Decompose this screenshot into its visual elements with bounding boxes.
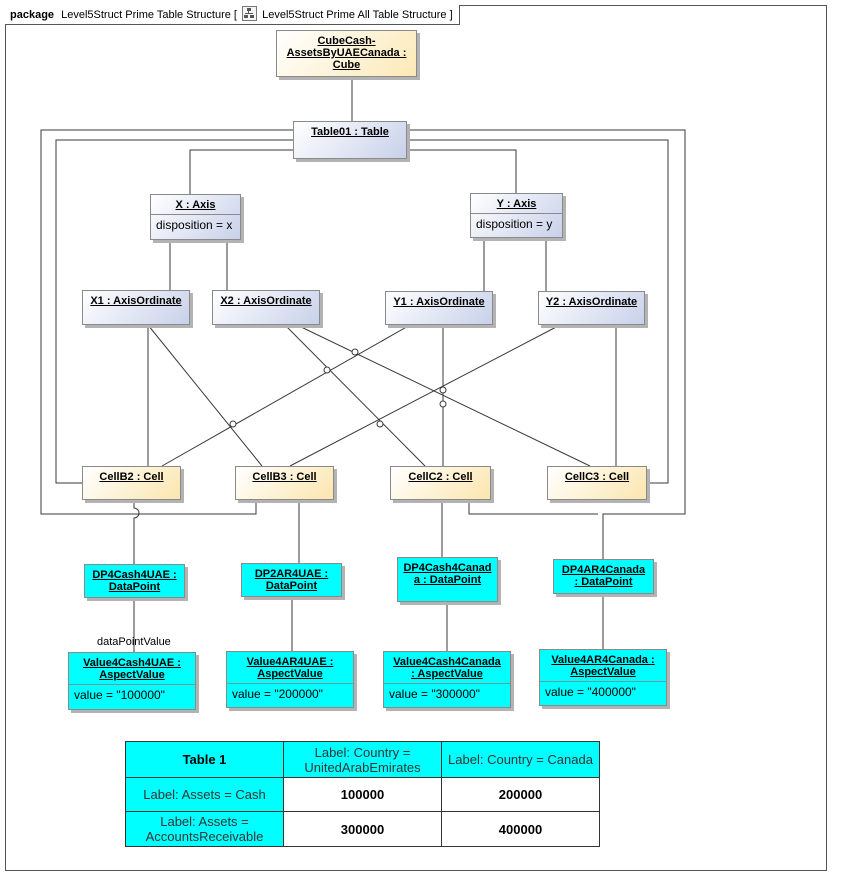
node-title: DP4Cash4Canad a : DataPoint [403,562,492,586]
x-axis-node[interactable]: X : Axis disposition = x [150,194,241,240]
diagram-header: package Level5Struct Prime Table Structu… [5,5,460,25]
cube-node[interactable]: CubeCash- AssetsByUAECanada : Cube [276,30,417,77]
node-title: Table01 : Table [311,126,389,138]
package-keyword: package [10,9,55,21]
y2-ordinate-node[interactable]: Y2 : AxisOrdinate [538,291,645,325]
table-row: Label: Assets = AccountsReceivable 30000… [125,811,600,847]
hop-marker [351,348,359,356]
aspectvalue-node[interactable]: Value4Cash4Canada : AspectValue value = … [383,651,511,708]
node-attribute: value = "100000" [69,684,195,705]
node-title: DP2AR4UAE : DataPoint [254,568,329,592]
node-title: DP4Cash4UAE : DataPoint [92,569,177,593]
node-attribute: value = "300000" [384,683,510,704]
node-title: CellC2 : Cell [408,471,473,483]
table-row: Label: Assets = Cash 100000 200000 [125,777,600,812]
aspectvalue-node[interactable]: Value4AR4Canada : AspectValue value = "4… [539,649,667,706]
node-title: CubeCash- AssetsByUAECanada : Cube [286,35,407,71]
bracket-open: [ [233,9,237,21]
link-y2-cellb3 [289,324,561,467]
node-attribute: disposition = y [471,213,562,234]
x1-ordinate-node[interactable]: X1 : AxisOrdinate [82,290,190,325]
aspectvalue-node[interactable]: Value4AR4UAE : AspectValue value = "2000… [226,651,354,708]
datapoint-node[interactable]: DP4Cash4UAE : DataPoint [84,564,185,598]
node-title: Value4Cash4Canada : AspectValue [393,656,501,680]
link-table-cellb2-inner [55,139,293,484]
column-header: Label: Country = UnitedArabEmirates [283,741,442,778]
cell-b2-node[interactable]: CellB2 : Cell [82,466,181,500]
table-cell: 300000 [283,811,442,847]
y1-ordinate-node[interactable]: Y1 : AxisOrdinate [385,291,493,325]
table-cell: 400000 [441,811,600,847]
node-title: DP4AR4Canada : DataPoint [561,564,646,588]
datapointvalue-label: dataPointValue [97,636,171,648]
table-cell: 200000 [441,777,600,812]
node-attribute: value = "400000" [540,681,666,702]
package-name: Level5Struct Prime Table Structure [61,9,231,21]
x2-ordinate-node[interactable]: X2 : AxisOrdinate [212,290,320,325]
aspectvalue-node[interactable]: Value4Cash4UAE : AspectValue value = "10… [68,652,196,710]
row-header: Label: Assets = AccountsReceivable [125,811,284,847]
cell-c3-node[interactable]: CellC3 : Cell [547,466,647,500]
datapoint-node[interactable]: DP4Cash4Canad a : DataPoint [397,557,498,602]
table-node[interactable]: Table01 : Table [293,121,407,159]
y-axis-node[interactable]: Y : Axis disposition = y [470,193,563,238]
hop-marker [376,420,384,428]
node-title: CellC3 : Cell [564,471,630,483]
table-header-row: Table 1 Label: Country = UnitedArabEmira… [125,741,600,778]
row-header: Label: Assets = Cash [125,777,284,812]
node-attribute: disposition = x [151,214,240,235]
link-cellb2-dp1 [133,500,140,564]
node-title: Y1 : AxisOrdinate [393,296,485,308]
node-title: Value4AR4Canada : AspectValue [551,654,655,678]
diagram-ref-link[interactable]: Level5Struct Prime All Table Structure [262,9,447,21]
node-title: X2 : AxisOrdinate [220,295,312,307]
node-title: Value4Cash4UAE : AspectValue [83,657,181,681]
hop-marker [439,386,447,394]
cell-b3-node[interactable]: CellB3 : Cell [235,466,334,500]
node-title: CellB3 : Cell [252,471,317,483]
link-table-cellc3-inner [407,139,669,484]
hop-marker [323,366,331,374]
bracket-close: ] [449,9,453,21]
node-title: CellB2 : Cell [99,471,164,483]
table-caption: Table 1 [125,741,284,778]
hop-marker [439,400,447,408]
node-title: Y : Axis [496,198,537,210]
link-table-cellc2-outer [468,500,598,515]
datapoint-node[interactable]: DP2AR4UAE : DataPoint [241,563,342,597]
link-y1-cellb2 [161,324,411,467]
column-header: Label: Country = Canada [441,741,600,778]
link-table-x [189,149,293,194]
link-table-cellc3-outer [407,129,686,519]
node-title: X : Axis [175,199,216,211]
datapoint-node[interactable]: DP4AR4Canada : DataPoint [553,559,654,594]
class-diagram-icon [242,6,258,21]
link-x2-cellc2 [284,324,426,467]
link-table-y [407,149,517,193]
link-x1-cellb3 [147,324,263,467]
node-attribute: value = "200000" [227,683,353,704]
data-table: Table 1 Label: Country = UnitedArabEmira… [125,741,600,847]
table-cell: 100000 [283,777,442,812]
cell-c2-node[interactable]: CellC2 : Cell [390,466,491,500]
link-table-cellb2-outer [40,129,293,515]
node-title: Y2 : AxisOrdinate [545,296,638,308]
node-title: X1 : AxisOrdinate [90,295,182,307]
hop-marker [229,420,237,428]
node-title: Value4AR4UAE : AspectValue [246,656,334,680]
